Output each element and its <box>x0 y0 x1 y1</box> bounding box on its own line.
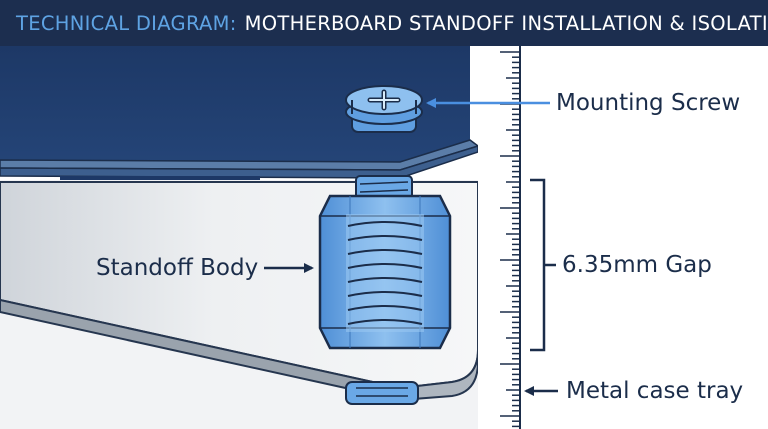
ruler-ticks <box>500 51 520 428</box>
gap-label: 6.35mm Gap <box>562 252 712 278</box>
standoff-body-label: Standoff Body <box>96 255 259 281</box>
standoff-hex-body <box>318 194 452 350</box>
gap-bracket <box>530 178 556 352</box>
standoff-threads <box>347 221 423 325</box>
phillips-cross-icon <box>367 89 401 111</box>
bottom-nut <box>345 381 419 405</box>
mounting-screw-head <box>345 85 423 133</box>
mounting-screw-label: Mounting Screw <box>556 90 741 116</box>
title-prefix: TECHNICAL DIAGRAM: <box>16 11 237 35</box>
title-bar: TECHNICAL DIAGRAM: MOTHERBOARD STANDOFF … <box>0 0 768 46</box>
case-tray-label: Metal case tray <box>566 378 744 404</box>
page-title: MOTHERBOARD STANDOFF INSTALLATION & ISOL… <box>244 11 768 35</box>
ruler <box>478 46 521 429</box>
